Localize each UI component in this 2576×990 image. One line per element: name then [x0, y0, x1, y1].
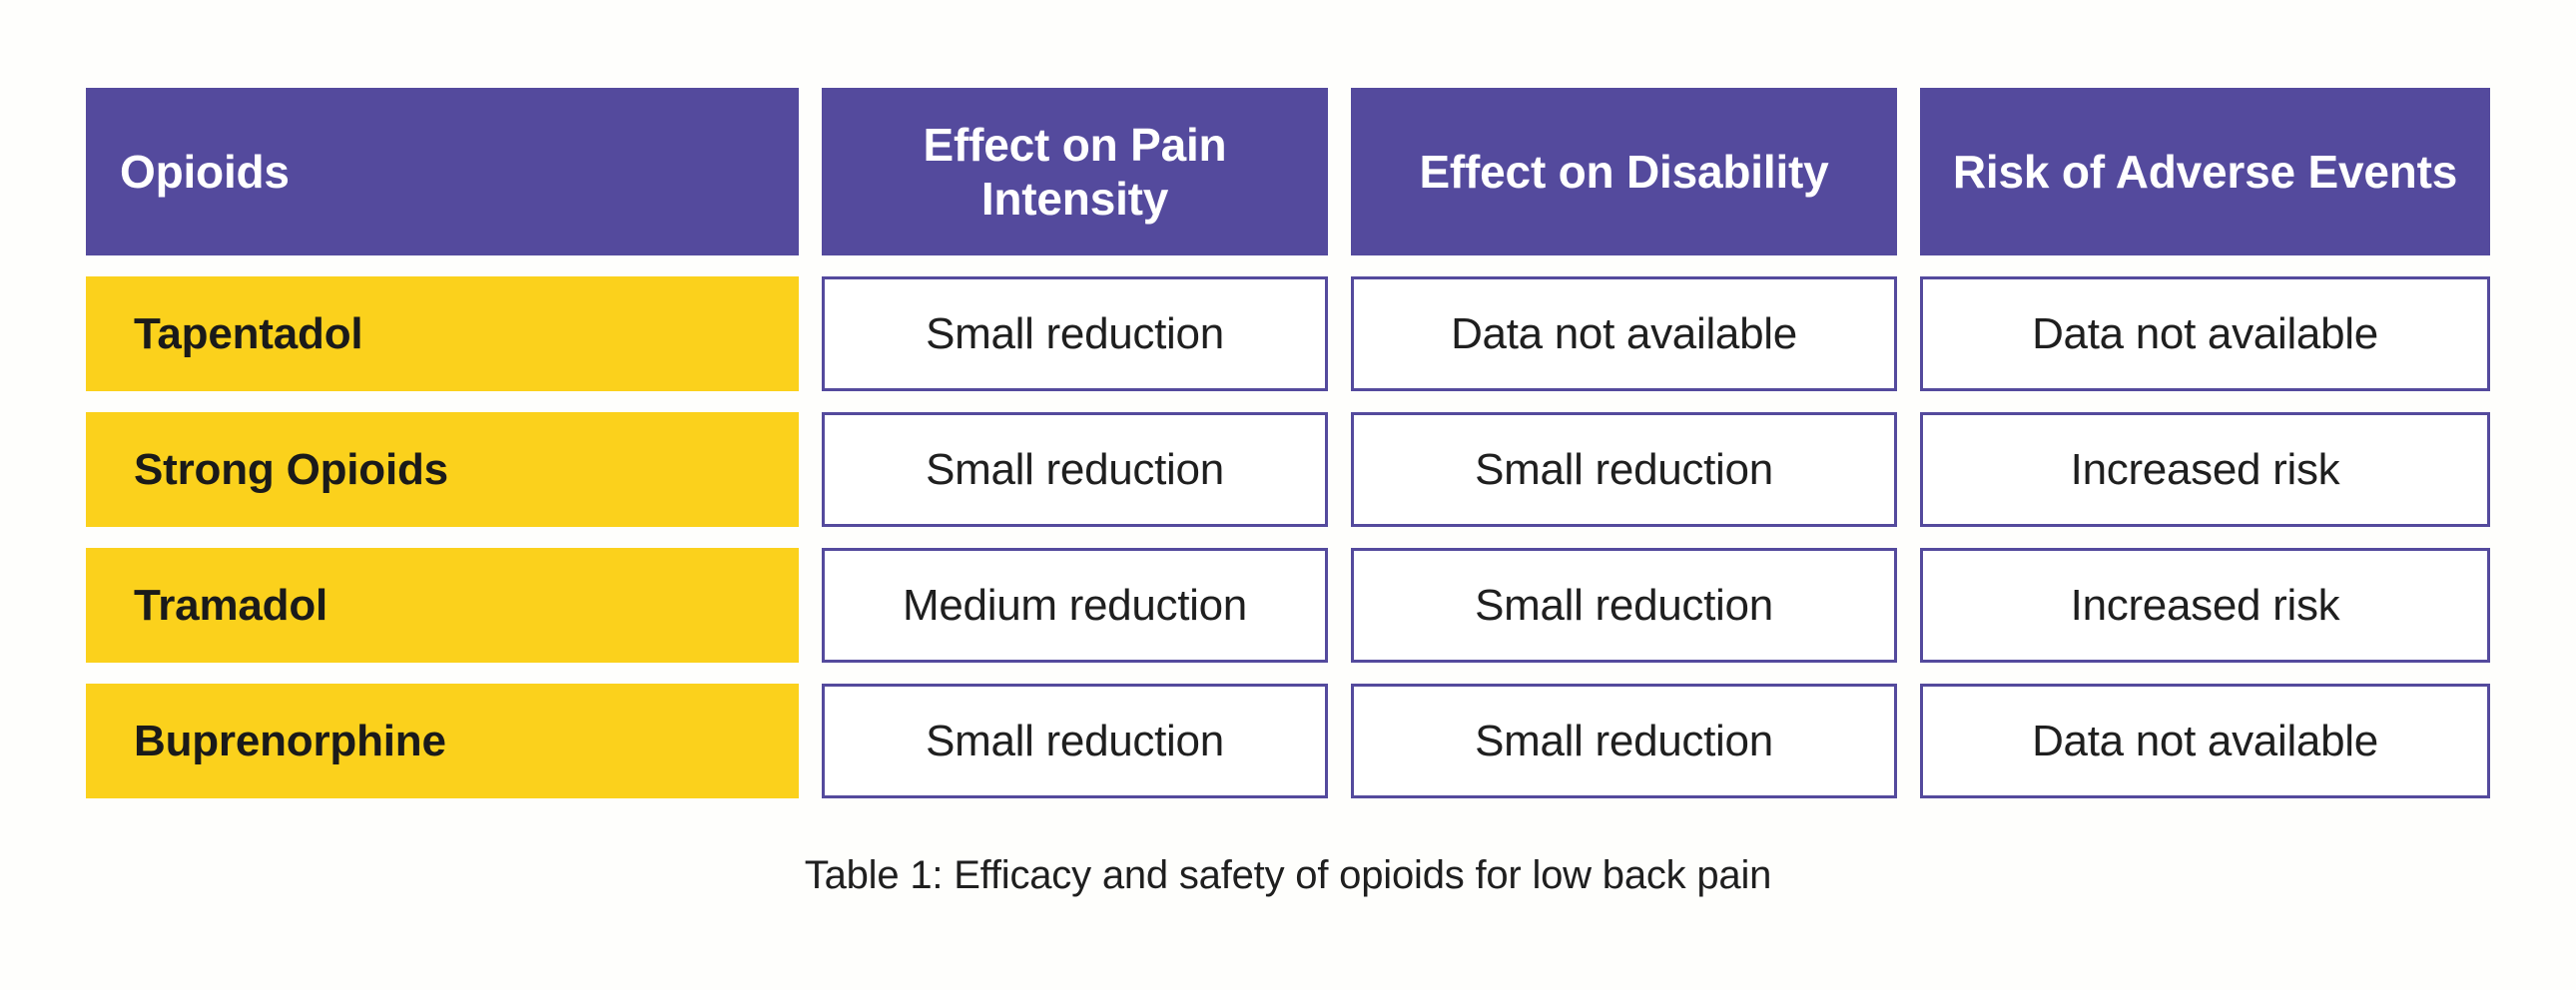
- table-cell-adverse-events: Increased risk: [1920, 548, 2490, 663]
- column-header-effect-on-disability-label: Effect on Disability: [1419, 145, 1829, 198]
- column-header-risk-of-adverse-events: Risk of Adverse Events: [1920, 88, 2490, 255]
- table-cell-disability: Data not available: [1351, 276, 1897, 391]
- column-header-opioids-label: Opioids: [120, 145, 290, 198]
- table-row-label: Tramadol: [86, 548, 799, 663]
- column-header-opioids: Opioids: [86, 88, 799, 255]
- table-cell-pain-intensity: Small reduction: [822, 276, 1328, 391]
- table-cell-disability: Small reduction: [1351, 412, 1897, 527]
- table-caption: Table 1: Efficacy and safety of opioids …: [804, 853, 1772, 897]
- table-row-label: Strong Opioids: [86, 412, 799, 527]
- table-cell-pain-intensity: Medium reduction: [822, 548, 1328, 663]
- table-cell-pain-intensity: Small reduction: [822, 412, 1328, 527]
- column-header-risk-of-adverse-events-label: Risk of Adverse Events: [1952, 145, 2458, 198]
- table-cell-disability: Small reduction: [1351, 548, 1897, 663]
- table-cell-adverse-events: Data not available: [1920, 276, 2490, 391]
- table-cell-adverse-events: Increased risk: [1920, 412, 2490, 527]
- table-cell-disability: Small reduction: [1351, 684, 1897, 798]
- table-row-label: Tapentadol: [86, 276, 799, 391]
- table-row-label: Buprenorphine: [86, 684, 799, 798]
- column-header-effect-on-disability: Effect on Disability: [1351, 88, 1897, 255]
- opioids-comparison-table: Opioids Effect on Pain Intensity Effect …: [86, 88, 2490, 798]
- table-cell-pain-intensity: Small reduction: [822, 684, 1328, 798]
- column-header-effect-on-pain-intensity-label: Effect on Pain Intensity: [923, 118, 1227, 225]
- table-cell-adverse-events: Data not available: [1920, 684, 2490, 798]
- column-header-effect-on-pain-intensity: Effect on Pain Intensity: [822, 88, 1328, 255]
